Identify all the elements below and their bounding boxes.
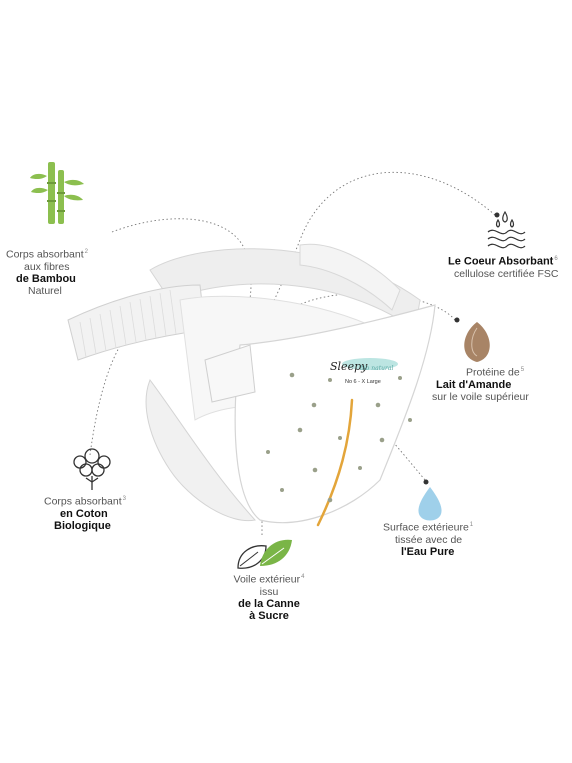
almond-icon bbox=[464, 322, 490, 362]
water-text-bold: l'Eau Pure bbox=[401, 545, 455, 558]
leader-dot-almond bbox=[454, 317, 460, 323]
sugarcane-text-bold-2: à Sucre bbox=[249, 609, 289, 622]
bamboo-text-1: Corps absorbant2 bbox=[6, 248, 88, 261]
core-text-bold: Le Coeur Absorbant6 bbox=[448, 255, 558, 268]
almond-text-1: Protéine de5 bbox=[466, 366, 525, 379]
footnote-3: 3 bbox=[122, 496, 126, 502]
bamboo-text-3: Naturel bbox=[28, 284, 62, 297]
leaves-icon bbox=[237, 539, 292, 569]
water-text-2: tissée avec de bbox=[395, 533, 463, 546]
callout-sugarcane: Voile extérieur4 issu de la Canne à Sucr… bbox=[224, 571, 314, 622]
brand-sub: bio natural bbox=[360, 365, 393, 372]
footnote-6: 6 bbox=[554, 256, 558, 262]
callout-bamboo: Corps absorbant2 aux fibres de Bambou Na… bbox=[6, 246, 116, 297]
core-text-1: cellulose certifiée FSC bbox=[454, 267, 559, 280]
water-drop-icon bbox=[418, 487, 442, 521]
callout-almond: Protéine de5 Lait d'Amande sur le voile … bbox=[426, 364, 566, 403]
wing-ribs bbox=[79, 289, 177, 358]
cotton-text-bold-1: en Coton bbox=[60, 507, 108, 520]
print-pattern bbox=[266, 372, 412, 503]
cotton-icon bbox=[73, 448, 111, 490]
callout-water: Surface extérieure1 tissée avec de l'Eau… bbox=[383, 519, 503, 558]
callout-cotton: Corps absorbant3 en Coton Biologique bbox=[44, 493, 154, 532]
footnote-1: 1 bbox=[469, 522, 474, 528]
diaper-right-back bbox=[299, 243, 401, 311]
cotton-text-1: Corps absorbant3 bbox=[44, 495, 126, 508]
almond-text-bold: Lait d'Amande bbox=[436, 378, 512, 391]
leader-dots bbox=[423, 212, 500, 485]
leader-bamboo bbox=[111, 218, 252, 313]
brand-logo: Sleepy bbox=[330, 360, 368, 373]
leader-dot-core bbox=[494, 212, 500, 218]
size-label: No 6 - X Large bbox=[345, 379, 381, 385]
cotton-text-bold-2: Biologique bbox=[54, 519, 111, 532]
diaper-illustration: Sleepy bio natural No 6 - X Large bbox=[67, 243, 436, 527]
sugarcane-text-bold-1: de la Canne bbox=[238, 597, 300, 610]
almond-text-2: sur le voile supérieur bbox=[432, 390, 529, 403]
bamboo-text-bold: de Bambou bbox=[16, 272, 76, 285]
footnote-4: 4 bbox=[301, 574, 305, 580]
logo-accent bbox=[342, 358, 398, 370]
diaper-cuff bbox=[145, 378, 256, 522]
water-drops-icon bbox=[487, 210, 526, 249]
footnote-5: 5 bbox=[520, 367, 525, 373]
bamboo-text-2: aux fibres bbox=[24, 260, 70, 273]
footnote-2: 2 bbox=[84, 249, 88, 255]
leader-dot-water bbox=[423, 479, 429, 485]
leader-core bbox=[267, 172, 496, 313]
bamboo-icon bbox=[30, 162, 84, 224]
sugarcane-text-1: Voile extérieur4 bbox=[233, 573, 305, 586]
callout-core: Le Coeur Absorbant6 cellulose certifiée … bbox=[448, 253, 568, 280]
water-text-1: Surface extérieure1 bbox=[383, 521, 474, 534]
wetness-stripe bbox=[316, 398, 354, 527]
sugarcane-text-2: issu bbox=[259, 585, 279, 598]
diaper-tab bbox=[204, 344, 256, 403]
